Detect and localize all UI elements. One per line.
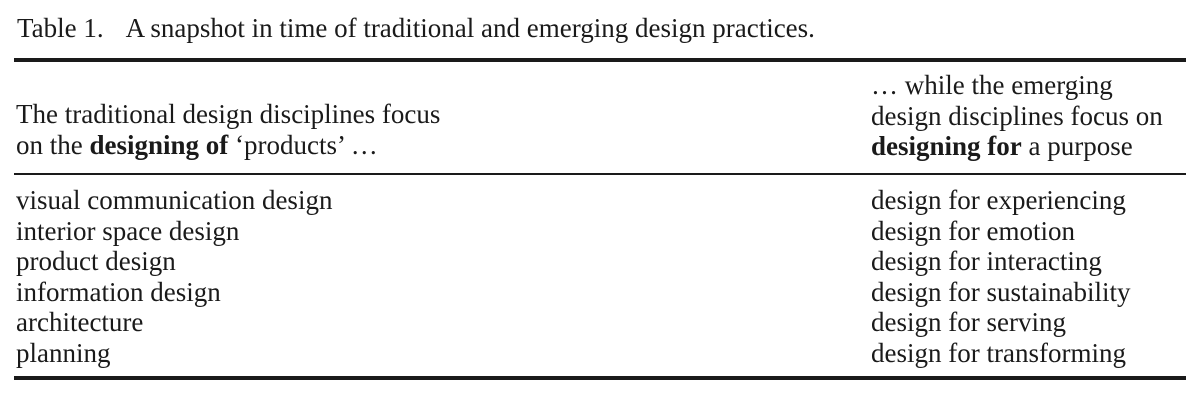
table-title: A snapshot in time of traditional and em… bbox=[125, 13, 815, 43]
list-item: architecture bbox=[16, 307, 144, 337]
table-number: Table 1. bbox=[17, 13, 104, 43]
list-item: design for transforming bbox=[871, 337, 1126, 368]
list-item: design for sustainability bbox=[871, 276, 1131, 307]
header-rule bbox=[14, 173, 1186, 175]
list-item: product design bbox=[16, 246, 176, 276]
header-traditional: The traditional design disciplines focus… bbox=[16, 99, 440, 160]
header-emerging-line3: designing for a purpose bbox=[871, 131, 1133, 161]
header-traditional-line1: The traditional design disciplines focus bbox=[16, 99, 441, 129]
list-item: design for emotion bbox=[871, 215, 1075, 246]
list-item: design for experiencing bbox=[871, 185, 1126, 215]
designing-for-emphasis: designing for bbox=[871, 131, 1022, 161]
table-caption: Table 1. A snapshot in time of traditiona… bbox=[17, 10, 815, 46]
list-item: interior space design bbox=[16, 215, 240, 246]
designing-of-emphasis: designing of bbox=[89, 129, 229, 160]
emerging-disciplines-list: design for experiencing design for emoti… bbox=[871, 185, 1130, 368]
list-item: information design bbox=[16, 276, 221, 307]
list-item: design for serving bbox=[871, 307, 1066, 337]
list-item: planning bbox=[16, 337, 111, 368]
traditional-disciplines-list: visual communication design interior spa… bbox=[16, 185, 332, 368]
list-item: design for interacting bbox=[871, 246, 1102, 276]
top-rule bbox=[14, 58, 1186, 62]
header-traditional-line2: on the designing of ‘products’ … bbox=[16, 129, 378, 160]
list-item: visual communication design bbox=[16, 185, 333, 215]
header-emerging: … while the emerging design disciplines … bbox=[871, 70, 1163, 162]
bottom-rule bbox=[14, 376, 1186, 380]
header-emerging-line2: design disciplines focus on bbox=[871, 100, 1163, 131]
header-emerging-line1: … while the emerging bbox=[871, 70, 1113, 100]
